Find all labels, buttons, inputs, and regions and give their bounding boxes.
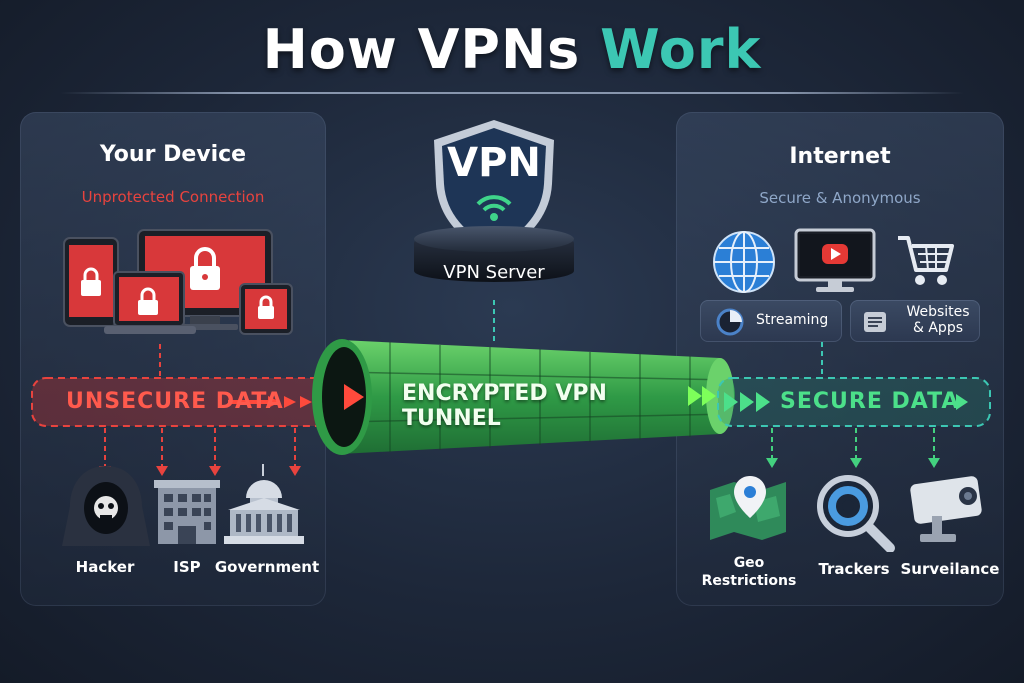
- vpn-server-top: [414, 226, 574, 252]
- wifi-icon: [476, 195, 512, 221]
- vpn-server-label: VPN Server: [443, 262, 545, 283]
- blocked-label-trackers: Trackers: [818, 560, 890, 578]
- lock-icon: [138, 287, 158, 315]
- laptop-icon: [104, 271, 196, 334]
- threat-label-hacker: Hacker: [75, 558, 135, 576]
- magnifier-icon: [817, 475, 895, 552]
- globe-icon: [713, 231, 775, 293]
- secure-data-band: [717, 377, 991, 427]
- title-divider: [60, 92, 964, 94]
- unsecure-data-label: UNSECURE DATA: [66, 389, 284, 414]
- server-connector: [493, 300, 495, 342]
- threat-label-isp: ISP: [173, 558, 201, 576]
- video-monitor-icon: [794, 228, 876, 292]
- map-pin-icon: [710, 476, 786, 540]
- document-icon: [864, 312, 886, 332]
- lock-icon: [190, 247, 220, 290]
- page-title: How VPNs Work: [0, 18, 1024, 81]
- shield-icon: [434, 120, 554, 256]
- websites-label-line2: & Apps: [912, 320, 963, 336]
- websites-apps-label: Websites& Apps: [898, 304, 978, 336]
- lock-icon: [258, 295, 274, 319]
- websites-label-line1: Websites: [906, 304, 970, 320]
- streaming-label: Streaming: [756, 312, 829, 328]
- device-connector: [159, 344, 161, 376]
- device-heading: Your Device: [99, 142, 247, 167]
- encrypted-tunnel: [312, 339, 735, 455]
- internet-subheading: Secure & Anonymous: [759, 189, 921, 207]
- lock-icon: [81, 267, 101, 296]
- camera-icon: [910, 476, 982, 542]
- play-icon: [831, 248, 841, 260]
- tunnel-label: ENCRYPTED VPN TUNNEL: [402, 381, 607, 431]
- capitol-icon: [224, 464, 304, 544]
- building-icon: [154, 480, 220, 544]
- cart-icon: [898, 236, 954, 285]
- streaming-icon: [716, 308, 744, 336]
- geo-line2: Restrictions: [701, 573, 797, 589]
- blocked-label-surveillance: Surveilance: [900, 560, 1000, 578]
- services-connector: [821, 342, 823, 376]
- device-subheading: Unprotected Connection: [81, 188, 265, 206]
- internet-heading: Internet: [789, 144, 891, 169]
- secure-data-label: SECURE DATA: [780, 389, 960, 414]
- threat-label-government: Government: [214, 558, 320, 576]
- hacker-icon: [62, 466, 150, 546]
- shield-text: VPN: [447, 140, 541, 186]
- secure-arrows: [766, 428, 940, 468]
- title-accent: Work: [600, 18, 762, 81]
- geo-line1: Geo: [733, 555, 765, 571]
- tunnel-arrows-icon: [344, 384, 364, 410]
- title-main: How VPNs: [262, 18, 601, 81]
- devices-illustration: [63, 229, 293, 335]
